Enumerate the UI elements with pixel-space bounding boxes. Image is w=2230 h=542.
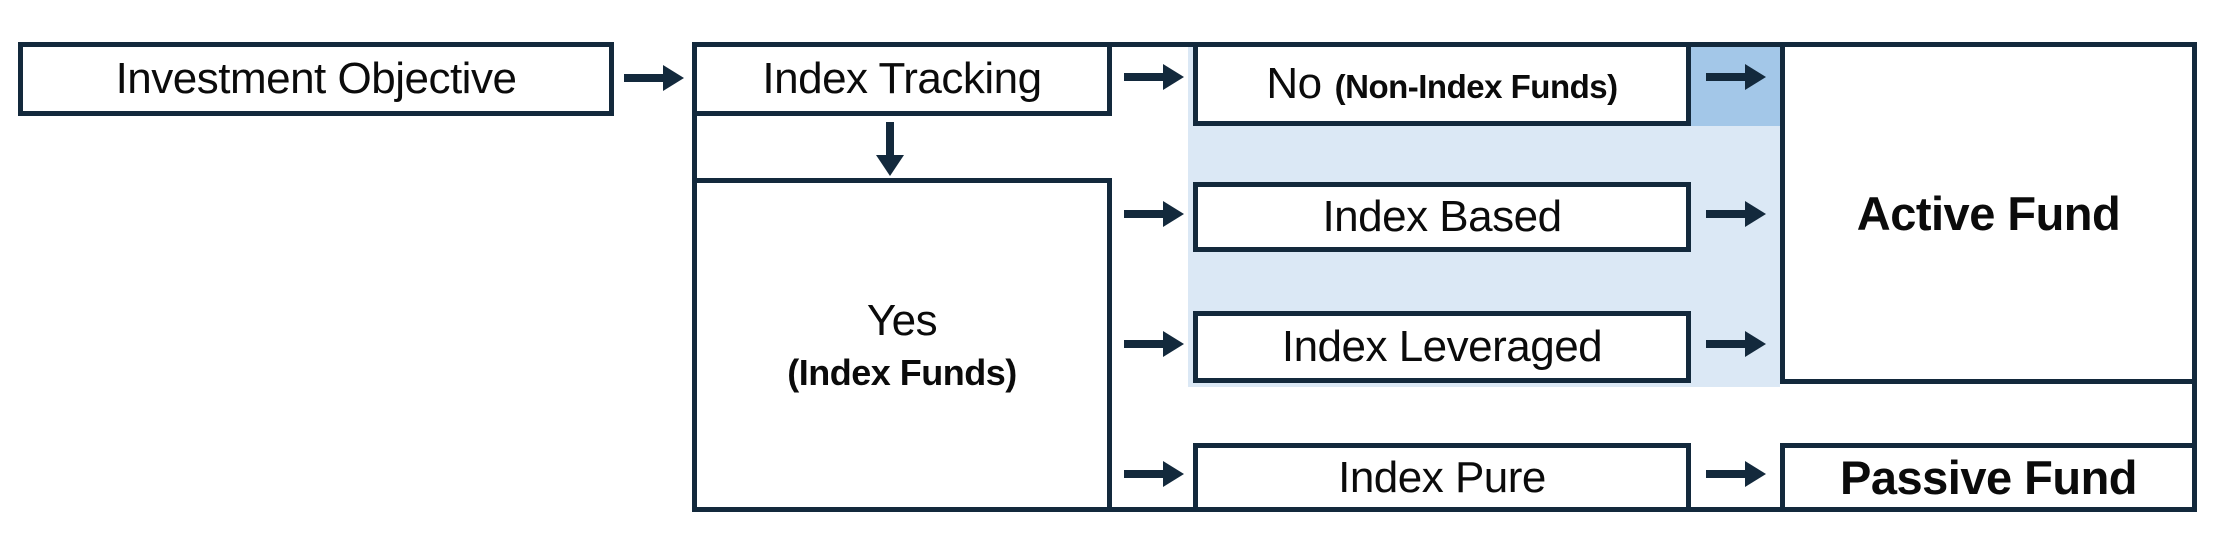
arrow-shaft (624, 74, 663, 82)
arrow-yes-to-index-based (1124, 201, 1184, 227)
arrow-head (663, 65, 684, 91)
arrow-index-pure-to-passive-fund (1706, 461, 1766, 487)
arrow-shaft (886, 122, 894, 155)
arrow-yes-to-index-pure (1124, 461, 1184, 487)
node-index-pure: Index Pure (1193, 443, 1691, 512)
arrow-shaft (1706, 470, 1745, 478)
node-yes-label: Yes (866, 296, 938, 345)
arrow-index-leveraged-to-active-fund (1706, 331, 1766, 357)
node-yes-index-funds: Yes (Index Funds) (692, 178, 1112, 512)
arrow-head (876, 155, 904, 176)
node-investment-objective-label: Investment Objective (115, 54, 517, 103)
arrow-head (1745, 331, 1766, 357)
node-yes-sublabel: (Index Funds) (787, 352, 1017, 393)
arrow-objective-to-index-tracking (624, 65, 684, 91)
left-connector-line (692, 116, 697, 182)
node-index-leveraged-label: Index Leveraged (1281, 322, 1603, 371)
arrow-head (1163, 461, 1184, 487)
node-index-tracking: Index Tracking (692, 42, 1112, 116)
node-investment-objective: Investment Objective (18, 42, 614, 116)
arrow-yes-to-index-leveraged (1124, 331, 1184, 357)
arrow-shaft (1706, 73, 1745, 81)
arrow-shaft (1124, 340, 1163, 348)
node-no-label: No (1266, 59, 1322, 108)
node-index-pure-label: Index Pure (1338, 452, 1546, 502)
node-no-non-index-funds: No (Non-Index Funds) (1193, 42, 1691, 126)
node-no-sublabel: (Non-Index Funds) (1334, 68, 1618, 105)
arrow-head (1745, 461, 1766, 487)
arrow-shaft (1124, 210, 1163, 218)
arrow-head (1163, 331, 1184, 357)
arrow-index-tracking-to-yes (876, 122, 904, 176)
node-index-tracking-label: Index Tracking (762, 54, 1042, 103)
arrow-head (1163, 201, 1184, 227)
node-active-fund-label: Active Fund (1856, 186, 2121, 240)
node-index-based-label: Index Based (1322, 192, 1562, 241)
arrow-head (1745, 64, 1766, 90)
arrow-head (1745, 201, 1766, 227)
arrow-shaft (1706, 340, 1745, 348)
arrow-head (1163, 64, 1184, 90)
arrow-shaft (1706, 210, 1745, 218)
arrow-index-based-to-active-fund (1706, 201, 1766, 227)
right-gap-border (2192, 384, 2197, 443)
node-passive-fund-label: Passive Fund (1840, 451, 2138, 504)
arrow-no-to-active-fund (1706, 64, 1766, 90)
node-index-leveraged: Index Leveraged (1193, 311, 1691, 383)
arrow-index-tracking-to-no (1124, 64, 1184, 90)
arrow-shaft (1124, 73, 1163, 81)
node-passive-fund: Passive Fund (1780, 443, 2197, 512)
arrow-shaft (1124, 470, 1163, 478)
node-index-based: Index Based (1193, 182, 1691, 252)
node-active-fund: Active Fund (1780, 42, 2197, 384)
node-no-label-row: No (Non-Index Funds) (1266, 59, 1618, 109)
